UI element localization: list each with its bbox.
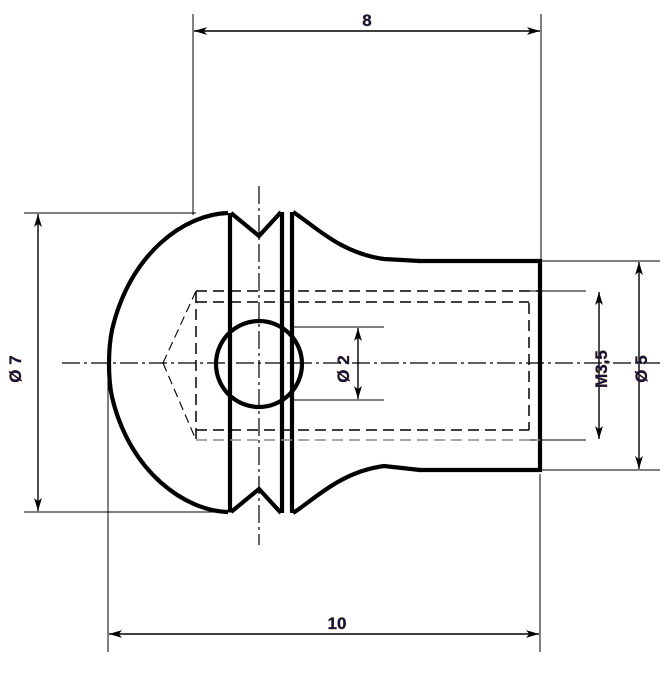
groove-v-top xyxy=(229,210,283,239)
dim-label-thread-m35: M3,5 xyxy=(592,350,611,388)
dimension-lines xyxy=(34,27,643,638)
drill-cone-lower xyxy=(162,362,197,441)
hidden-lines xyxy=(195,290,540,441)
dim-label-length-8: 8 xyxy=(362,11,371,30)
head-sphere-profile xyxy=(106,210,229,515)
fillet-bottom xyxy=(291,463,421,515)
centre-lines xyxy=(62,186,660,545)
dim-label-diameter-2: Ø 2 xyxy=(334,355,353,382)
dim-label-length-10: 10 xyxy=(328,614,347,633)
drill-cone-upper xyxy=(162,290,197,364)
part-outline xyxy=(106,210,543,515)
fillet-top xyxy=(291,210,421,264)
dim-label-diameter-7: Ø 7 xyxy=(6,355,25,382)
extension-lines xyxy=(24,14,660,652)
groove-v-bottom xyxy=(229,486,283,515)
dim-label-diameter-5: Ø 5 xyxy=(632,355,651,382)
drill-point-cone xyxy=(162,290,197,441)
